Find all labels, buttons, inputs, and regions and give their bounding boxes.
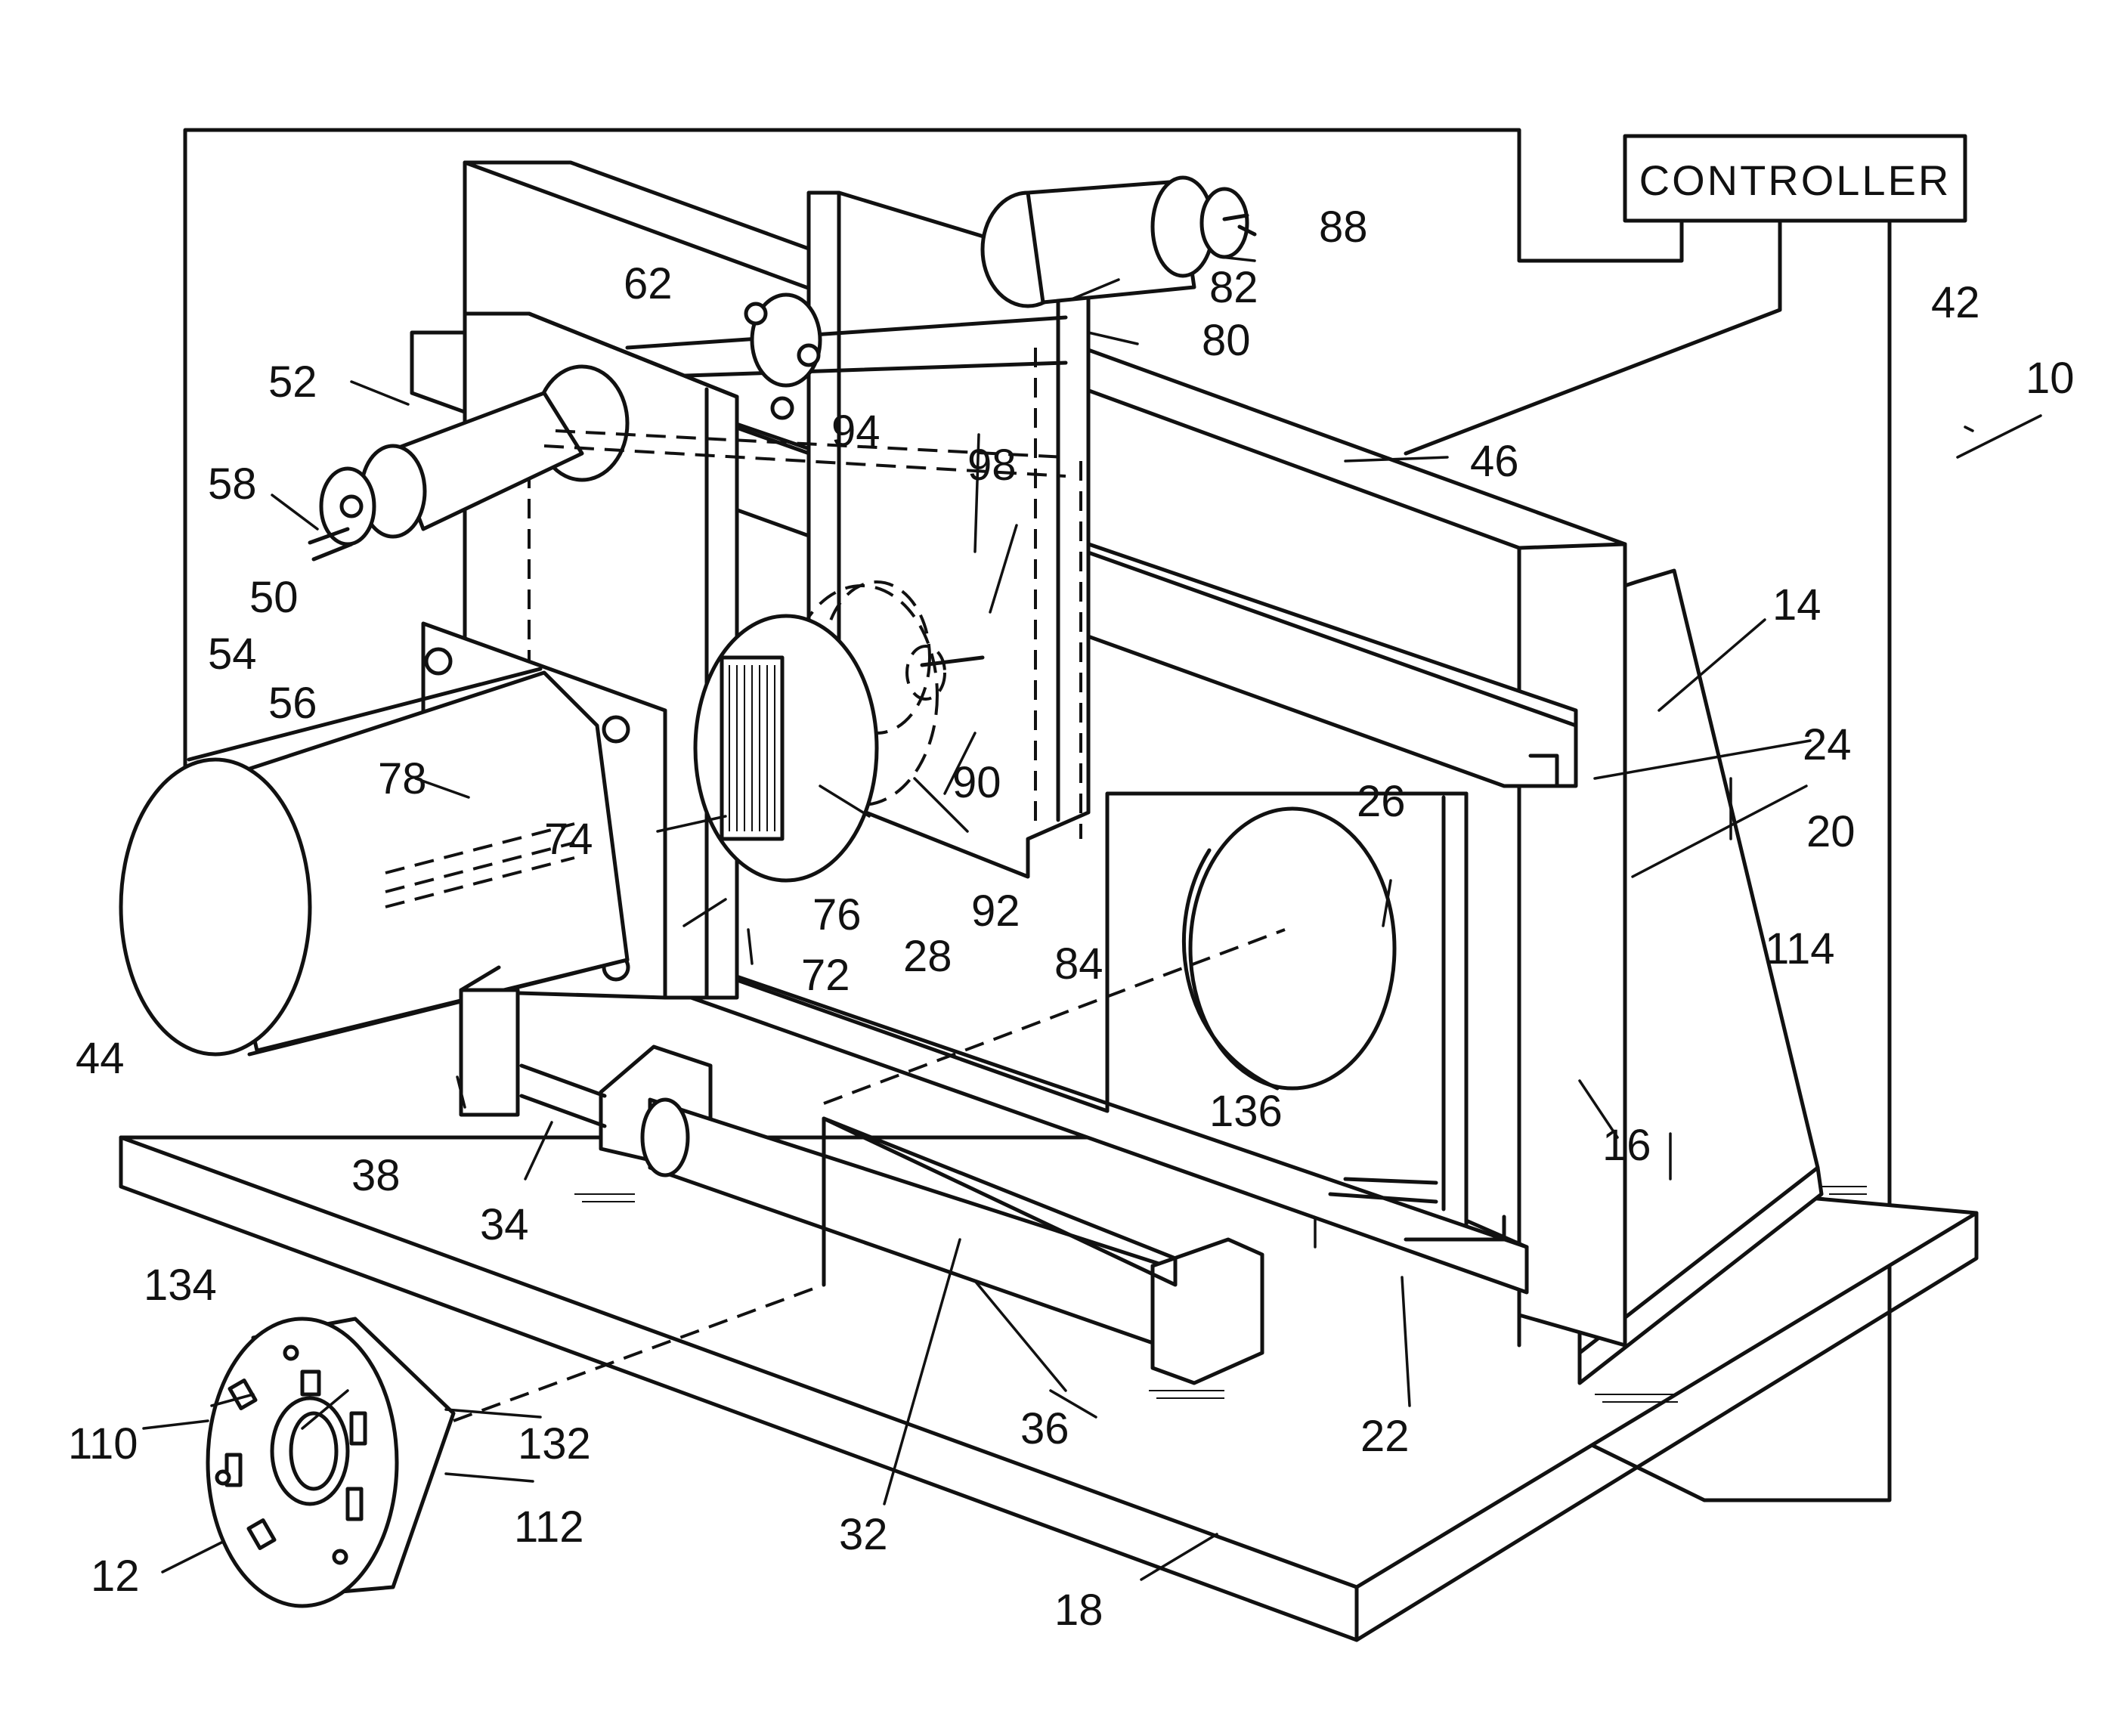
ref-56: 56 xyxy=(268,679,317,728)
ref-72: 72 xyxy=(801,951,850,1000)
ref-18: 18 xyxy=(1054,1586,1103,1635)
ref-84: 84 xyxy=(1054,939,1103,989)
ref-110: 110 xyxy=(68,1419,138,1468)
ref-58: 58 xyxy=(208,460,257,509)
ref-54: 54 xyxy=(208,630,257,679)
ref-16: 16 xyxy=(1602,1121,1651,1170)
ref-42: 42 xyxy=(1931,278,1980,327)
ref-22: 22 xyxy=(1360,1412,1410,1461)
rotor-part xyxy=(208,1319,453,1606)
ref-90: 90 xyxy=(952,758,1001,807)
ref-20: 20 xyxy=(1806,807,1856,856)
ref-92: 92 xyxy=(971,887,1020,936)
ref-44: 44 xyxy=(76,1034,125,1083)
ref-52: 52 xyxy=(268,357,317,407)
ref-38: 38 xyxy=(351,1151,401,1200)
ref-136: 136 xyxy=(1209,1087,1283,1136)
ref-26: 26 xyxy=(1357,777,1406,826)
ref-80: 80 xyxy=(1202,316,1251,365)
ref-12: 12 xyxy=(91,1552,140,1601)
ref-28: 28 xyxy=(903,932,952,981)
ref-76: 76 xyxy=(812,890,862,939)
ref-88: 88 xyxy=(1319,203,1368,252)
ref-134: 134 xyxy=(144,1261,217,1310)
ref-114: 114 xyxy=(1765,924,1834,973)
ref-132: 132 xyxy=(518,1419,591,1468)
ref-62: 62 xyxy=(624,259,673,308)
controller-box: CONTROLLER xyxy=(1625,136,1965,221)
ref-94: 94 xyxy=(831,407,881,456)
ref-32: 32 xyxy=(839,1510,888,1559)
gear-teeth xyxy=(729,665,775,831)
ref-112: 112 xyxy=(514,1502,583,1552)
ref-82: 82 xyxy=(1209,263,1258,312)
ref-24: 24 xyxy=(1803,720,1852,769)
ref-78: 78 xyxy=(378,754,427,803)
ref-46: 46 xyxy=(1470,437,1519,486)
ref-50: 50 xyxy=(249,573,299,622)
ref-74: 74 xyxy=(544,815,593,864)
ref-10: 10 xyxy=(2026,354,2075,403)
ref-34: 34 xyxy=(480,1200,529,1249)
ref-98: 98 xyxy=(967,441,1017,490)
ref-14: 14 xyxy=(1772,580,1822,630)
controller-label: CONTROLLER xyxy=(1639,156,1952,204)
ref-36: 36 xyxy=(1020,1404,1069,1453)
